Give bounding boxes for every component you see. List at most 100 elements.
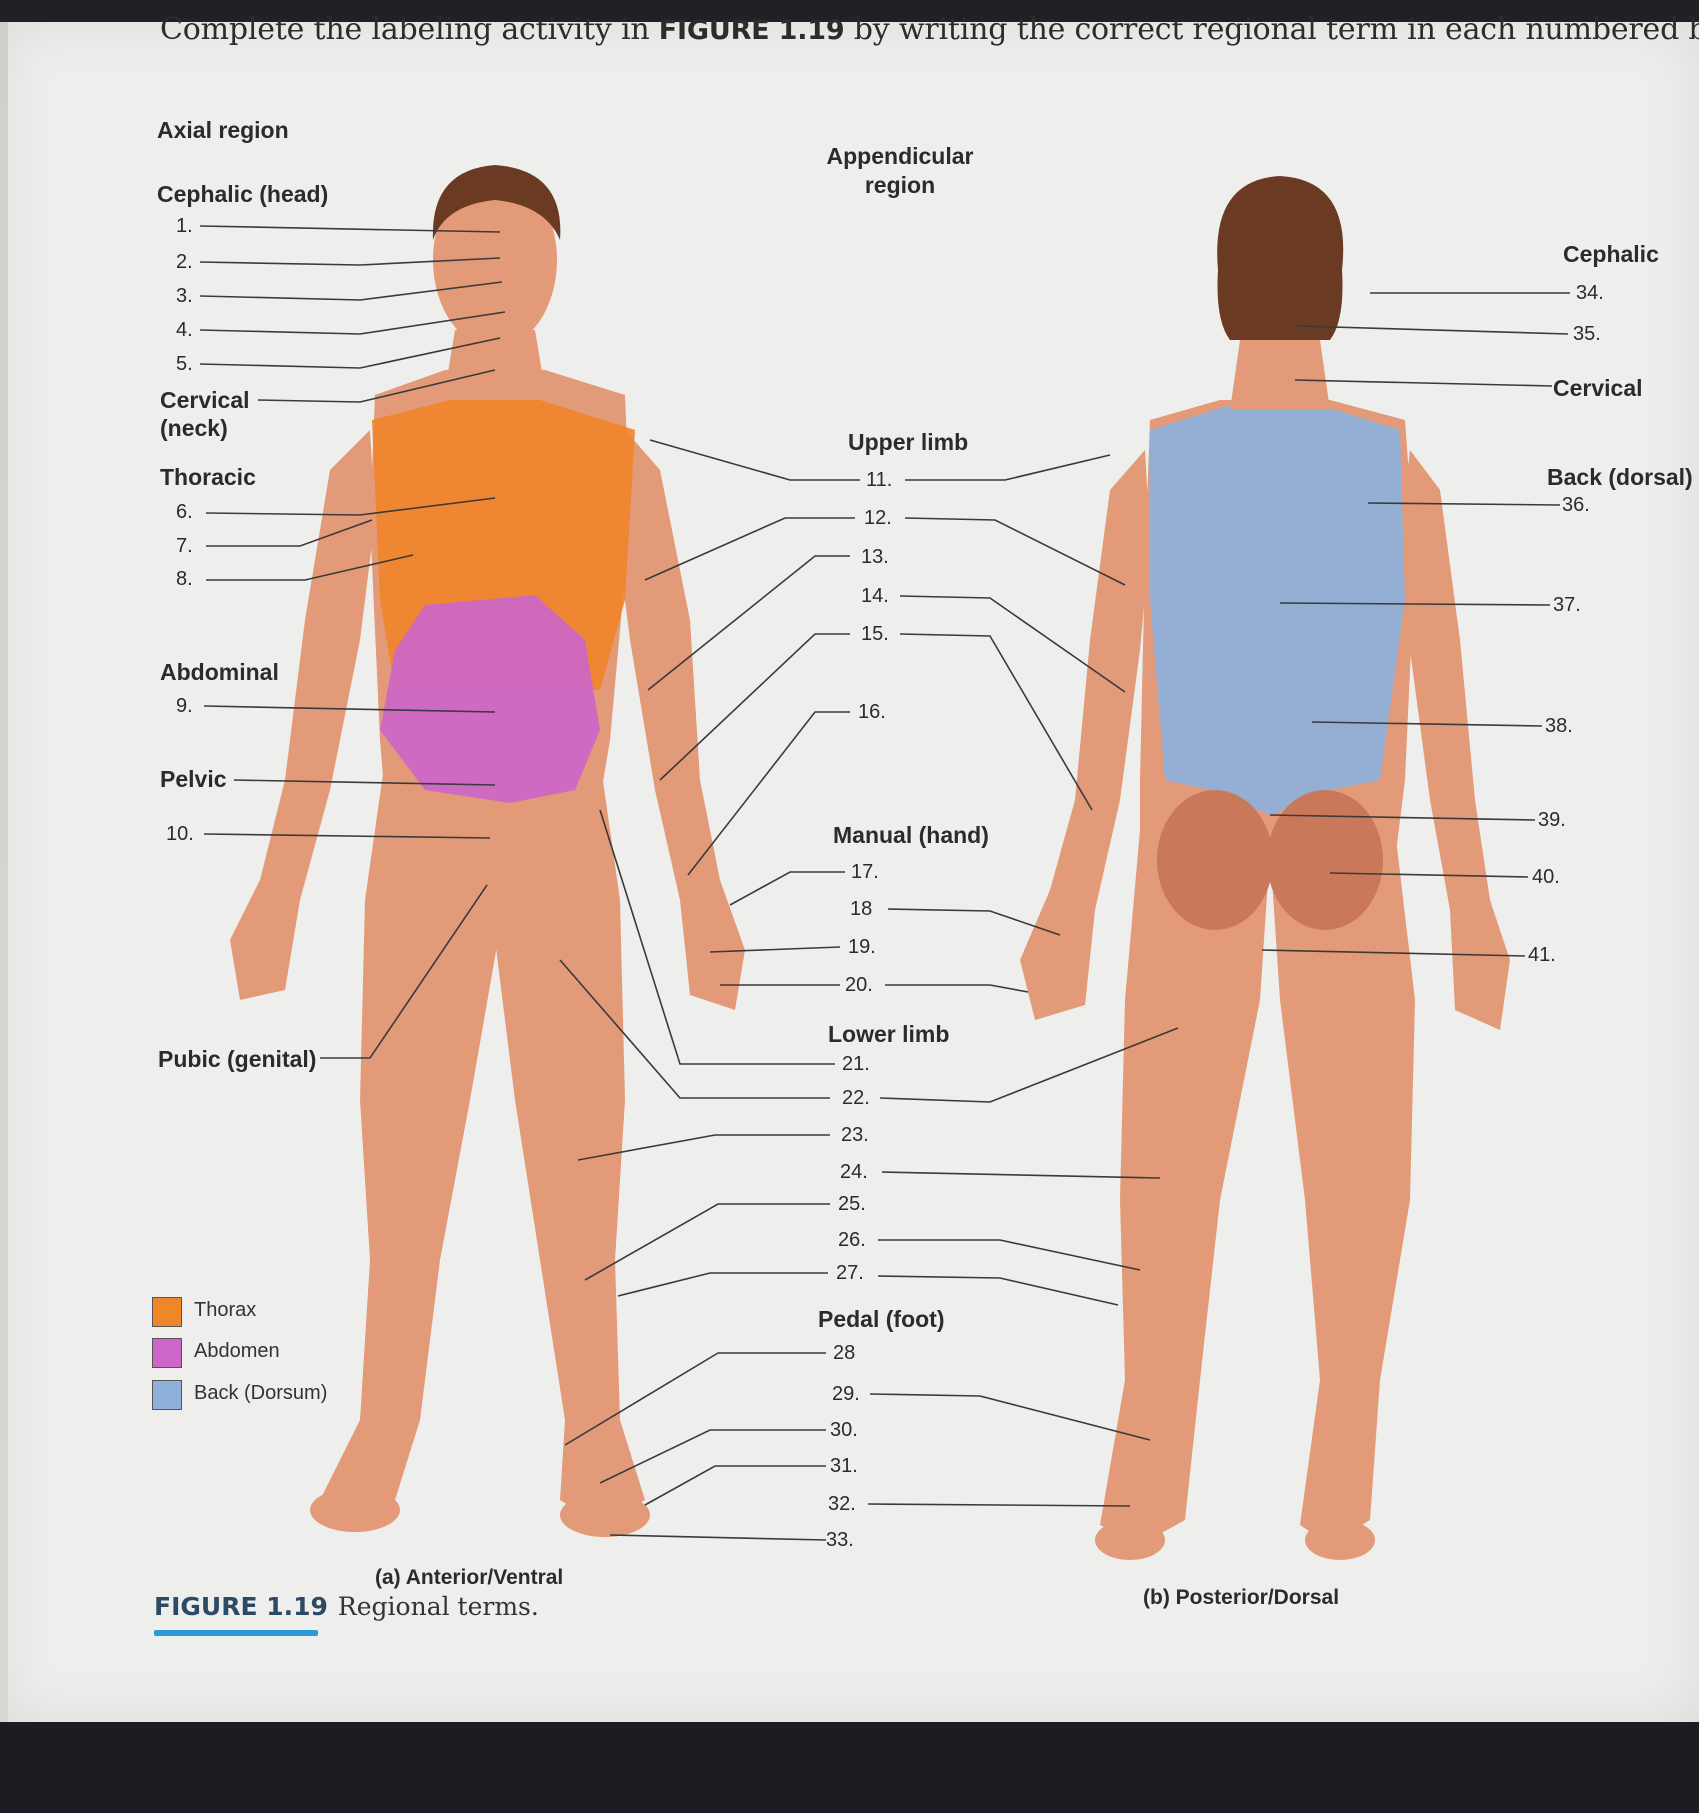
- label-abdominal: Abdominal: [160, 659, 279, 685]
- leader-lines: [199, 225, 1570, 1541]
- leader-line-32-post: [867, 1503, 1131, 1507]
- anterior-left-leg: [320, 760, 505, 1520]
- caption-posterior: (b) Posterior/Dorsal: [1143, 1586, 1340, 1609]
- leader-line-22: [559, 959, 830, 1099]
- blank-number-2: 2.: [176, 251, 193, 273]
- anterior-abdomen-region: [380, 595, 600, 803]
- blank-number-39: 39.: [1538, 809, 1566, 831]
- leader-line-30: [599, 1429, 826, 1484]
- leader-line-24-post: [881, 1171, 1161, 1179]
- leader-line-19: [709, 946, 841, 953]
- instruction-text: Complete the labeling activity in FIGURE…: [160, 12, 1699, 47]
- blank-number-29: 29.: [832, 1383, 860, 1405]
- anterior-left-foot: [310, 1488, 400, 1532]
- blank-number-16: 16.: [858, 701, 886, 723]
- leader-line-31: [644, 1465, 826, 1506]
- blank-number-27: 27.: [836, 1262, 864, 1284]
- label-cephalic-posterior: Cephalic: [1563, 241, 1659, 267]
- leader-line-3: [199, 281, 503, 301]
- legend-swatch-abdomen: [152, 1338, 182, 1368]
- instruction-before: Complete the labeling activity in: [160, 12, 659, 47]
- leader-line-29-post: [869, 1393, 1151, 1441]
- leader-line-pelvic: [233, 779, 496, 786]
- leader-line-25: [584, 1203, 830, 1281]
- leader-line-13: [647, 555, 850, 691]
- anterior-hair: [432, 165, 561, 240]
- label-cervical-line1: Cervical: [160, 387, 250, 413]
- leader-line-21: [599, 809, 835, 1065]
- blank-number-9: 9.: [176, 695, 193, 717]
- leader-line-41: [1261, 949, 1526, 957]
- leader-line-22-post: [879, 1027, 1179, 1103]
- posterior-left-foot: [1095, 1520, 1165, 1560]
- label-pubic-genital: Pubic (genital): [158, 1046, 317, 1072]
- leader-line-15-post: [899, 633, 1093, 811]
- leader-line-33: [609, 1534, 827, 1541]
- posterior-neck: [1230, 340, 1330, 410]
- leader-line-6: [205, 497, 496, 516]
- blank-number-13: 13.: [861, 546, 889, 568]
- label-thoracic: Thoracic: [160, 464, 256, 490]
- blank-number-19: 19.: [848, 936, 876, 958]
- blank-number-40: 40.: [1532, 866, 1560, 888]
- blank-number-1: 1.: [176, 215, 193, 237]
- anterior-right-foot: [560, 1493, 650, 1537]
- blank-number-18: 18: [850, 898, 873, 920]
- blank-number-34: 34.: [1576, 282, 1604, 304]
- leader-line-38: [1311, 721, 1543, 727]
- leader-line-15: [659, 633, 850, 781]
- instruction-after: by writing the correct regional term in …: [844, 12, 1699, 47]
- leader-line-20-post: [885, 984, 1029, 993]
- leader-line-9: [203, 705, 496, 713]
- legend-swatch-back: [152, 1380, 182, 1410]
- figure-caption-underline: [154, 1630, 318, 1636]
- legend-label-thorax: Thorax: [194, 1299, 257, 1321]
- blank-number-28: 28: [833, 1342, 856, 1364]
- caption-anterior: (a) Anterior/Ventral: [375, 1566, 564, 1589]
- leader-line-8: [206, 554, 414, 581]
- label-back-dorsal: Back (dorsal): [1547, 464, 1693, 490]
- posterior-right-buttock: [1267, 790, 1383, 930]
- blank-number-4: 4.: [176, 319, 193, 341]
- blank-number-41: 41.: [1528, 944, 1556, 966]
- figure-caption-text: Regional terms.: [337, 1592, 539, 1621]
- anterior-right-leg: [490, 760, 645, 1525]
- blank-number-21: 21.: [842, 1053, 870, 1075]
- axial-region-heading: Axial region: [157, 117, 289, 143]
- label-manual-hand: Manual (hand): [833, 822, 989, 848]
- leader-line-35: [1297, 325, 1569, 335]
- leader-line-12: [644, 517, 855, 581]
- appendicular-heading-line1: Appendicular: [826, 143, 974, 169]
- anterior-right-arm: [615, 430, 745, 1010]
- posterior-right-arm: [1400, 450, 1510, 1030]
- blank-number-36: 36.: [1562, 494, 1590, 516]
- posterior-hair: [1217, 176, 1344, 340]
- blank-number-22: 22.: [842, 1087, 870, 1109]
- leader-line-pubic: [320, 884, 488, 1059]
- posterior-left-leg: [1100, 830, 1270, 1545]
- leader-line-cervical: [257, 369, 496, 403]
- leader-line-27-post: [877, 1275, 1119, 1306]
- blank-number-17: 17.: [851, 861, 879, 883]
- label-cephalic-head: Cephalic (head): [157, 181, 329, 207]
- blank-number-20: 20.: [845, 974, 873, 996]
- label-pedal-foot: Pedal (foot): [818, 1306, 945, 1332]
- blank-number-6: 6.: [176, 501, 193, 523]
- leader-line-cervical-post: [1294, 379, 1553, 387]
- blank-number-11: 11.: [866, 469, 893, 491]
- leader-line-27: [617, 1272, 828, 1297]
- label-cervical-line2: (neck): [160, 415, 228, 441]
- posterior-left-buttock: [1157, 790, 1273, 930]
- anterior-figure: [230, 165, 745, 1537]
- leader-line-12-post: [904, 517, 1126, 586]
- leader-line-14-post: [899, 595, 1126, 693]
- blank-number-33: 33.: [826, 1529, 854, 1551]
- leader-line-40: [1329, 872, 1529, 878]
- leader-line-17: [729, 871, 845, 906]
- leader-line-11: [649, 439, 860, 481]
- leader-line-37: [1279, 602, 1551, 606]
- anterior-head: [433, 172, 557, 348]
- label-pelvic: Pelvic: [160, 766, 227, 792]
